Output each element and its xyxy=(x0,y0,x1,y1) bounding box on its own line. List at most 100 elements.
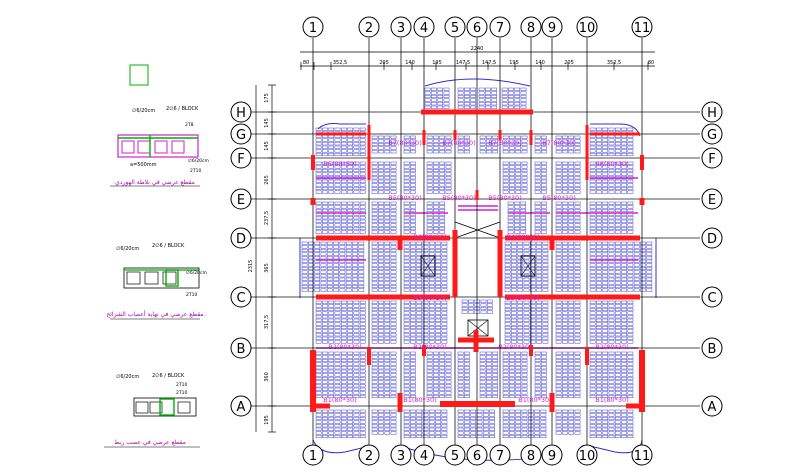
hourdi-block xyxy=(596,208,602,213)
hourdi-block xyxy=(589,288,596,292)
hourdi-block xyxy=(614,369,621,373)
hourdi-block xyxy=(608,168,615,173)
detail3-block xyxy=(177,401,191,414)
hourdi-block xyxy=(589,172,596,176)
hourdi-block xyxy=(521,172,528,176)
hourdi-block xyxy=(608,307,615,312)
bubble-right-E-circle xyxy=(701,188,723,210)
hourdi-block xyxy=(541,351,547,355)
hourdi-block xyxy=(352,270,358,274)
hourdi-block xyxy=(501,87,508,91)
hourdi-block xyxy=(502,139,509,143)
hourdi-block xyxy=(511,241,517,245)
hourdi-block xyxy=(353,362,360,366)
hourdi-block xyxy=(378,376,384,381)
hourdi-block xyxy=(596,270,602,274)
hourdi-block xyxy=(457,87,464,91)
hourdi-block xyxy=(470,409,477,413)
hourdi-block xyxy=(621,145,627,149)
hourdi-block xyxy=(457,373,464,377)
hourdi-block xyxy=(562,139,568,143)
hourdi-block xyxy=(347,230,353,234)
hourdi-block xyxy=(390,304,397,308)
hourdi-block xyxy=(378,300,384,304)
hourdi-block xyxy=(514,91,521,95)
hourdi-block xyxy=(441,245,448,249)
hourdi-block xyxy=(340,205,347,209)
hourdi-block xyxy=(347,366,353,370)
hourdi-block xyxy=(464,369,470,373)
hourdi-block xyxy=(347,307,353,312)
hourdi-block xyxy=(511,274,517,278)
hourdi-block xyxy=(457,380,464,384)
hourdi-block xyxy=(509,416,515,421)
hourdi-block xyxy=(378,186,384,191)
hourdi-block xyxy=(562,183,568,187)
hourdi-block xyxy=(627,190,634,194)
hourdi-block xyxy=(614,351,621,355)
hourdi-block xyxy=(523,259,530,263)
hourdi-block xyxy=(308,270,314,274)
hourdi-block xyxy=(596,307,602,312)
hourdi-block xyxy=(416,413,423,417)
hourdi-block xyxy=(410,304,416,308)
hourdi-block xyxy=(403,315,410,319)
hourdi-block xyxy=(333,263,339,267)
hourdi-block xyxy=(328,424,335,428)
hourdi-block xyxy=(359,223,366,227)
hourdi-block xyxy=(371,333,378,337)
hourdi-block xyxy=(320,252,327,256)
bubble-bottom-8-label: 8 xyxy=(527,449,535,464)
hourdi-block xyxy=(328,336,335,340)
hourdi-block xyxy=(596,190,602,194)
hourdi-block xyxy=(322,355,328,359)
hourdi-block xyxy=(602,172,609,176)
hourdi-block xyxy=(511,256,517,260)
bubble-top-9-label: 9 xyxy=(548,21,556,36)
hourdi-block xyxy=(627,351,634,355)
hourdi-block xyxy=(608,427,615,431)
hourdi-block xyxy=(562,300,568,304)
hourdi-block xyxy=(384,380,391,384)
bubble-top-4-label: 4 xyxy=(420,21,428,36)
hourdi-block xyxy=(589,149,596,153)
hourdi-block xyxy=(464,105,470,109)
hourdi-block xyxy=(509,190,515,194)
hourdi-block xyxy=(568,427,575,431)
hourdi-block xyxy=(541,376,547,381)
hourdi-block xyxy=(555,266,562,271)
hourdi-block xyxy=(534,427,540,431)
hourdi-block xyxy=(602,142,609,146)
hourdi-block xyxy=(555,186,562,191)
hourdi-block xyxy=(521,434,528,439)
hourdi-block xyxy=(517,245,524,249)
hourdi-block xyxy=(574,216,581,220)
hourdi-block xyxy=(555,263,562,267)
hourdi-block xyxy=(433,223,439,227)
hourdi-block xyxy=(359,318,366,322)
hourdi-block xyxy=(479,369,486,373)
hourdi-block xyxy=(596,424,602,428)
hourdi-block xyxy=(358,263,365,267)
hourdi-block xyxy=(627,172,634,176)
hourdi-block xyxy=(621,336,627,340)
hourdi-block xyxy=(602,391,609,395)
hourdi-block xyxy=(536,311,542,315)
hourdi-block xyxy=(328,315,335,319)
hourdi-block xyxy=(502,355,509,359)
hourdi-block xyxy=(627,369,634,373)
hourdi-block xyxy=(502,387,509,391)
hourdi-block xyxy=(627,340,634,344)
hourdi-block xyxy=(378,183,384,187)
hourdi-block xyxy=(589,152,596,157)
hourdi-block xyxy=(384,201,391,205)
hourdi-block xyxy=(422,434,429,439)
hourdi-block xyxy=(602,165,609,169)
hourdi-block xyxy=(445,362,452,366)
hourdi-block xyxy=(486,351,492,355)
hourdi-block xyxy=(371,281,378,285)
hourdi-block xyxy=(511,270,517,274)
hourdi-block xyxy=(485,91,491,95)
hourdi-block xyxy=(403,139,410,143)
hourdi-block xyxy=(441,329,448,333)
